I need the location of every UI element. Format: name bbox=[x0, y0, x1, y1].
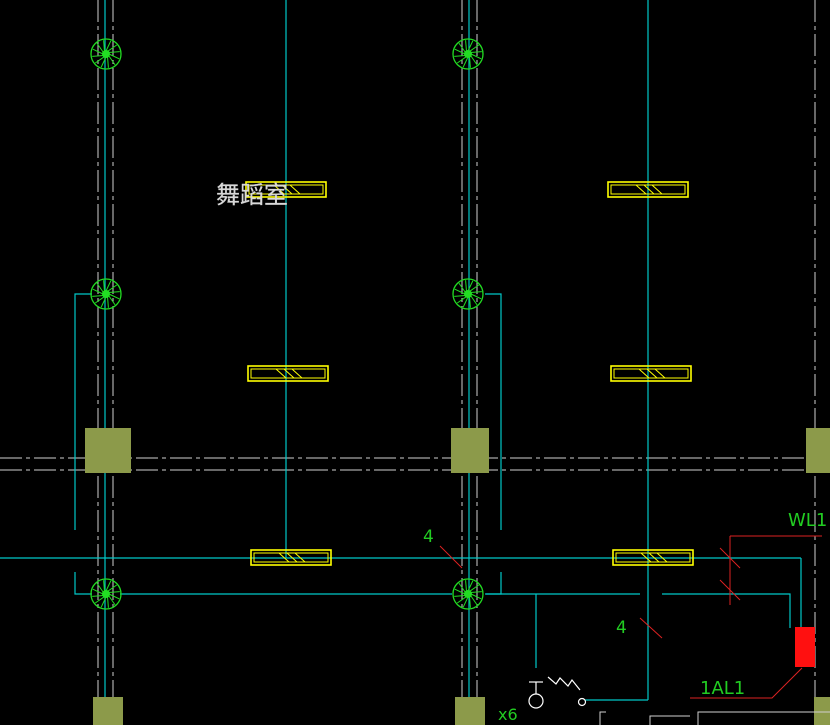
wire-count-label: 4 bbox=[616, 618, 627, 638]
fluorescent-fixture-icon bbox=[607, 181, 689, 198]
ceiling-lamp-icon bbox=[452, 578, 484, 610]
switch-multiplier-label: x6 bbox=[498, 705, 518, 724]
fluorescent-fixture-icon bbox=[245, 181, 327, 198]
fluorescent-fixture-icon bbox=[610, 365, 692, 382]
ceiling-lamps bbox=[90, 38, 484, 610]
column-block bbox=[451, 428, 489, 473]
fluorescent-fixture-icon bbox=[612, 549, 694, 566]
lower-edge-lines bbox=[599, 711, 830, 725]
wiring bbox=[0, 0, 802, 725]
circuit-label: WL1 bbox=[788, 510, 827, 531]
ceiling-lamp-icon bbox=[90, 38, 122, 70]
ceiling-lamp-icon bbox=[452, 38, 484, 70]
fluorescent-fixture-icon bbox=[247, 365, 329, 382]
wire-count-label: 4 bbox=[423, 527, 434, 547]
room-label: 舞蹈室 bbox=[216, 181, 288, 209]
ceiling-lamp-icon bbox=[452, 278, 484, 310]
tick-mark-b bbox=[639, 617, 663, 639]
column-block bbox=[93, 697, 123, 725]
annotation-marks bbox=[439, 535, 822, 699]
columns bbox=[85, 428, 830, 725]
tick-mark-a bbox=[439, 545, 463, 569]
column-block bbox=[85, 428, 131, 473]
ceiling-lamp-icon bbox=[90, 578, 122, 610]
column-block bbox=[455, 697, 485, 725]
switch-icon bbox=[528, 676, 587, 709]
column-block bbox=[814, 697, 830, 725]
wire-bracket-right-top bbox=[485, 293, 502, 530]
wire-bracket-left-bottom bbox=[74, 572, 92, 595]
fluorescent-fixture-icon bbox=[250, 549, 332, 566]
panel-label: 1AL1 bbox=[700, 678, 745, 699]
column-block bbox=[806, 428, 830, 473]
distribution-panel-icon bbox=[795, 627, 815, 667]
fluorescent-fixtures bbox=[245, 181, 694, 566]
wire-bracket-left-top bbox=[74, 293, 92, 530]
wire-to-panel bbox=[662, 593, 791, 628]
ceiling-lamp-icon bbox=[90, 278, 122, 310]
leader-1al1 bbox=[690, 667, 803, 699]
